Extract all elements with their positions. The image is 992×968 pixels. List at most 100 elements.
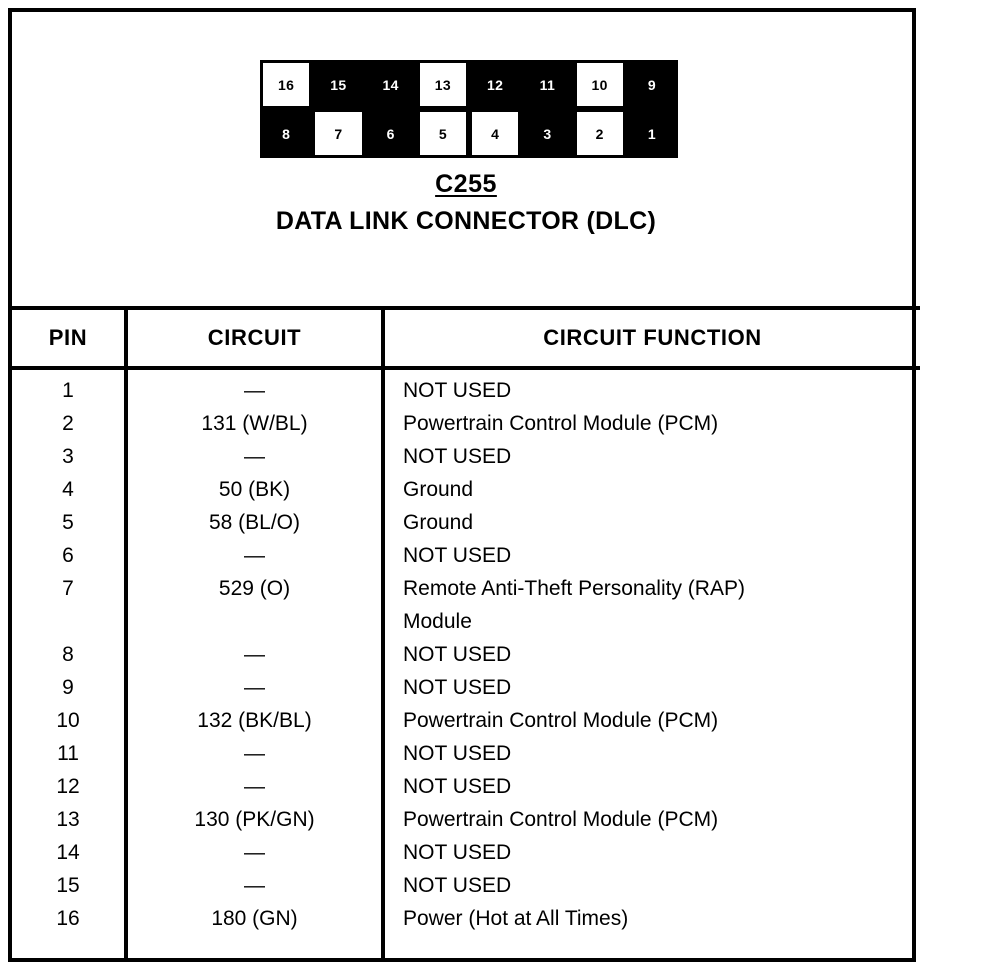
row-pin-number: 8	[62, 643, 74, 666]
table-row: 6 — NOT USED	[12, 539, 920, 572]
table-header-bottom-rule	[12, 366, 920, 370]
table-row: 8—NOT USED	[12, 638, 920, 671]
row-circuit-value: 130 (PK/GN)	[194, 808, 315, 831]
row-circuit-value: —	[244, 379, 265, 402]
row-circuit-function: Remote Anti-Theft Personality (RAP)	[403, 577, 745, 600]
row-pin-number: 1	[62, 379, 74, 402]
connector-pin-8-number: 8	[282, 125, 291, 142]
table-body: 1 — NOT USED 2 131 (W/BL) Powertrain Control …	[12, 374, 920, 935]
connector-pin-14: 14	[365, 60, 417, 109]
table-top-rule	[12, 306, 920, 310]
connector-id-label: C255	[435, 170, 497, 198]
row-circuit-value: 131 (W/BL)	[201, 412, 308, 435]
connector-pin-3-number: 3	[543, 125, 552, 142]
row-circuit-function: NOT USED	[403, 775, 512, 798]
row-circuit-function: NOT USED	[403, 841, 512, 864]
connector-pin-3: 3	[521, 109, 573, 158]
connector-name-label: DATA LINK CONNECTOR (DLC)	[275, 206, 657, 235]
table-row: 12 — NOT USED	[12, 770, 920, 803]
row-circuit-value: 50 (BK)	[218, 478, 291, 501]
row-pin-number: 11	[57, 742, 79, 765]
row-circuit-function: NOT USED	[403, 676, 512, 699]
row-circuit-value: —	[244, 841, 265, 864]
row-circuit-value: —	[244, 775, 265, 798]
row-circuit-function: Ground	[403, 511, 474, 534]
connector-pin-11: 11	[521, 60, 573, 109]
row-pin-number: 15	[56, 874, 80, 897]
row-pin-number: 10	[56, 709, 80, 732]
connector-pin-2-number: 2	[595, 125, 604, 142]
connector-pin-15-number: 15	[330, 76, 347, 93]
connector-pin-10-socket	[576, 63, 623, 106]
row-pin-number: 6	[62, 544, 74, 567]
connector-pin-16-socket	[263, 63, 310, 106]
row-circuit-function: NOT USED	[403, 379, 512, 402]
connector-pin-10: 10	[574, 60, 626, 109]
row-pin-number: 5	[62, 511, 74, 534]
row-circuit-value: —	[244, 742, 265, 765]
row-circuit-function: Module	[403, 610, 472, 633]
row-pin-number: 9	[62, 676, 74, 699]
connector-pin-5-socket	[419, 112, 466, 155]
connector-pin-7-number: 7	[334, 125, 343, 142]
row-circuit-function: Power (Hot at All Times)	[403, 907, 629, 930]
connector-pin-10-number: 10	[591, 76, 608, 93]
row-circuit-function: NOT USED	[403, 544, 512, 567]
row-pin-number: 14	[56, 841, 80, 864]
row-pin-number: 4	[62, 478, 74, 501]
connector-pin-9: 9	[626, 60, 678, 109]
row-circuit-function: Powertrain Control Module (PCM)	[403, 412, 719, 435]
connector-top-pin-row: 16 15 14 13 12 11 10 9	[260, 60, 678, 109]
table-column-divider-pin-circuit	[124, 306, 128, 958]
table-header-pin: PIN	[48, 325, 88, 350]
connector-pin-8: 8	[260, 109, 312, 158]
connector-pin-12: 12	[469, 60, 521, 109]
connector-pin-2-socket	[576, 112, 623, 155]
row-circuit-function: NOT USED	[403, 874, 512, 897]
row-circuit-value: 529 (O)	[218, 577, 291, 600]
row-pin-number: 2	[62, 412, 74, 435]
connector-pin-4: 4	[469, 109, 521, 158]
connector-pin-13-socket	[419, 63, 466, 106]
connector-pin-12-number: 12	[487, 76, 504, 93]
connector-pin-7-socket	[315, 112, 362, 155]
table-header-row: PIN CIRCUIT CIRCUIT FUNCTION	[12, 310, 920, 366]
row-circuit-value: —	[244, 445, 265, 468]
row-circuit-value: —	[244, 544, 265, 567]
connector-pin-1-number: 1	[647, 125, 656, 142]
row-pin-number: 12	[56, 775, 80, 798]
table-row: 14 — NOT USED	[12, 836, 920, 869]
table-header-circuit-function: CIRCUIT FUNCTION	[543, 325, 762, 350]
connector-pin-13-number: 13	[434, 76, 451, 93]
connector-pin-5: 5	[417, 109, 469, 158]
row-circuit-function: NOT USED	[403, 445, 512, 468]
connector-pin-14-number: 14	[382, 76, 399, 93]
row-circuit-function: NOT USED	[403, 643, 512, 666]
connector-title-block: C255 DATA LINK CONNECTOR (DLC)	[12, 170, 920, 236]
connector-pin-7: 7	[312, 109, 364, 158]
connector-pin-15: 15	[312, 60, 364, 109]
row-circuit-function: NOT USED	[403, 742, 512, 765]
row-circuit-value: 58 (BL/O)	[208, 511, 301, 534]
connector-pin-4-number: 4	[491, 125, 500, 142]
row-circuit-value: 132 (BK/BL)	[197, 709, 312, 732]
connector-pin-4-socket	[472, 112, 519, 155]
connector-pin-16-number: 16	[278, 76, 295, 93]
table-row: 15—NOT USED	[12, 869, 920, 902]
table-row: Module	[12, 605, 920, 638]
table-row: 2 131 (W/BL) Powertrain Control Module (PC…	[12, 407, 920, 440]
row-circuit-value: —	[244, 676, 265, 699]
table-row: 5 58 (BL/O) Ground	[12, 506, 920, 539]
table-row: 3—NOT USED	[12, 440, 920, 473]
connector-pin-6: 6	[365, 109, 417, 158]
